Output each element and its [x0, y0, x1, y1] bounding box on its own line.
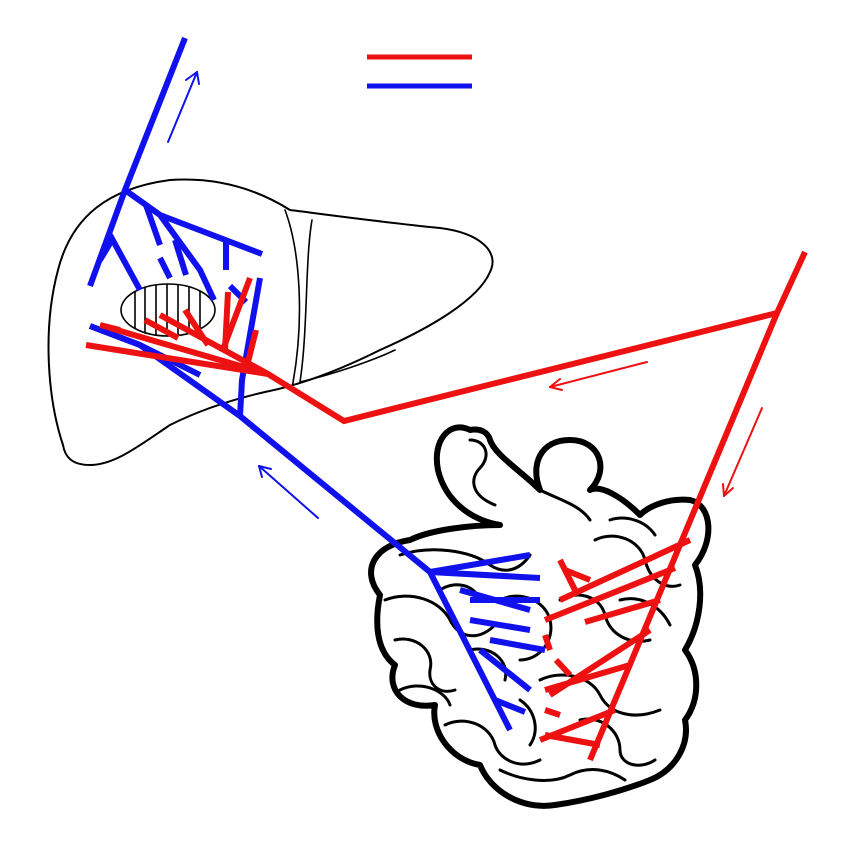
vein-up-arrow: [167, 71, 200, 143]
intestine-outer-outline: [368, 424, 712, 809]
flow-arrows: [167, 71, 763, 519]
small-intestine: [368, 424, 712, 809]
artery-descending-to-intestine: [587, 311, 780, 762]
portal-up-left-arrow: [258, 465, 319, 519]
liver-lobe-divider: [284, 209, 301, 389]
artery-left-arrow: [549, 361, 648, 391]
gallbladder-outline: [120, 283, 216, 337]
liver-artery-branches: [99, 276, 270, 377]
portal-vein-to-liver-branch: [237, 277, 263, 417]
artery-down-arrow: [722, 407, 763, 497]
liver-lobe-divider-inner: [299, 219, 313, 383]
portal-vein-system: [87, 36, 546, 732]
mesenteric-vein-branches: [427, 552, 546, 732]
liver-vein-branches: [88, 187, 264, 378]
liver-hilum-line: [299, 349, 396, 383]
legend: [367, 54, 472, 89]
liver-outline: [47, 178, 494, 466]
artery-main-trunk: [85, 250, 808, 425]
liver: [47, 178, 494, 466]
mesenteric-artery-branches: [538, 537, 692, 748]
hepatic-artery-system: [85, 250, 808, 762]
